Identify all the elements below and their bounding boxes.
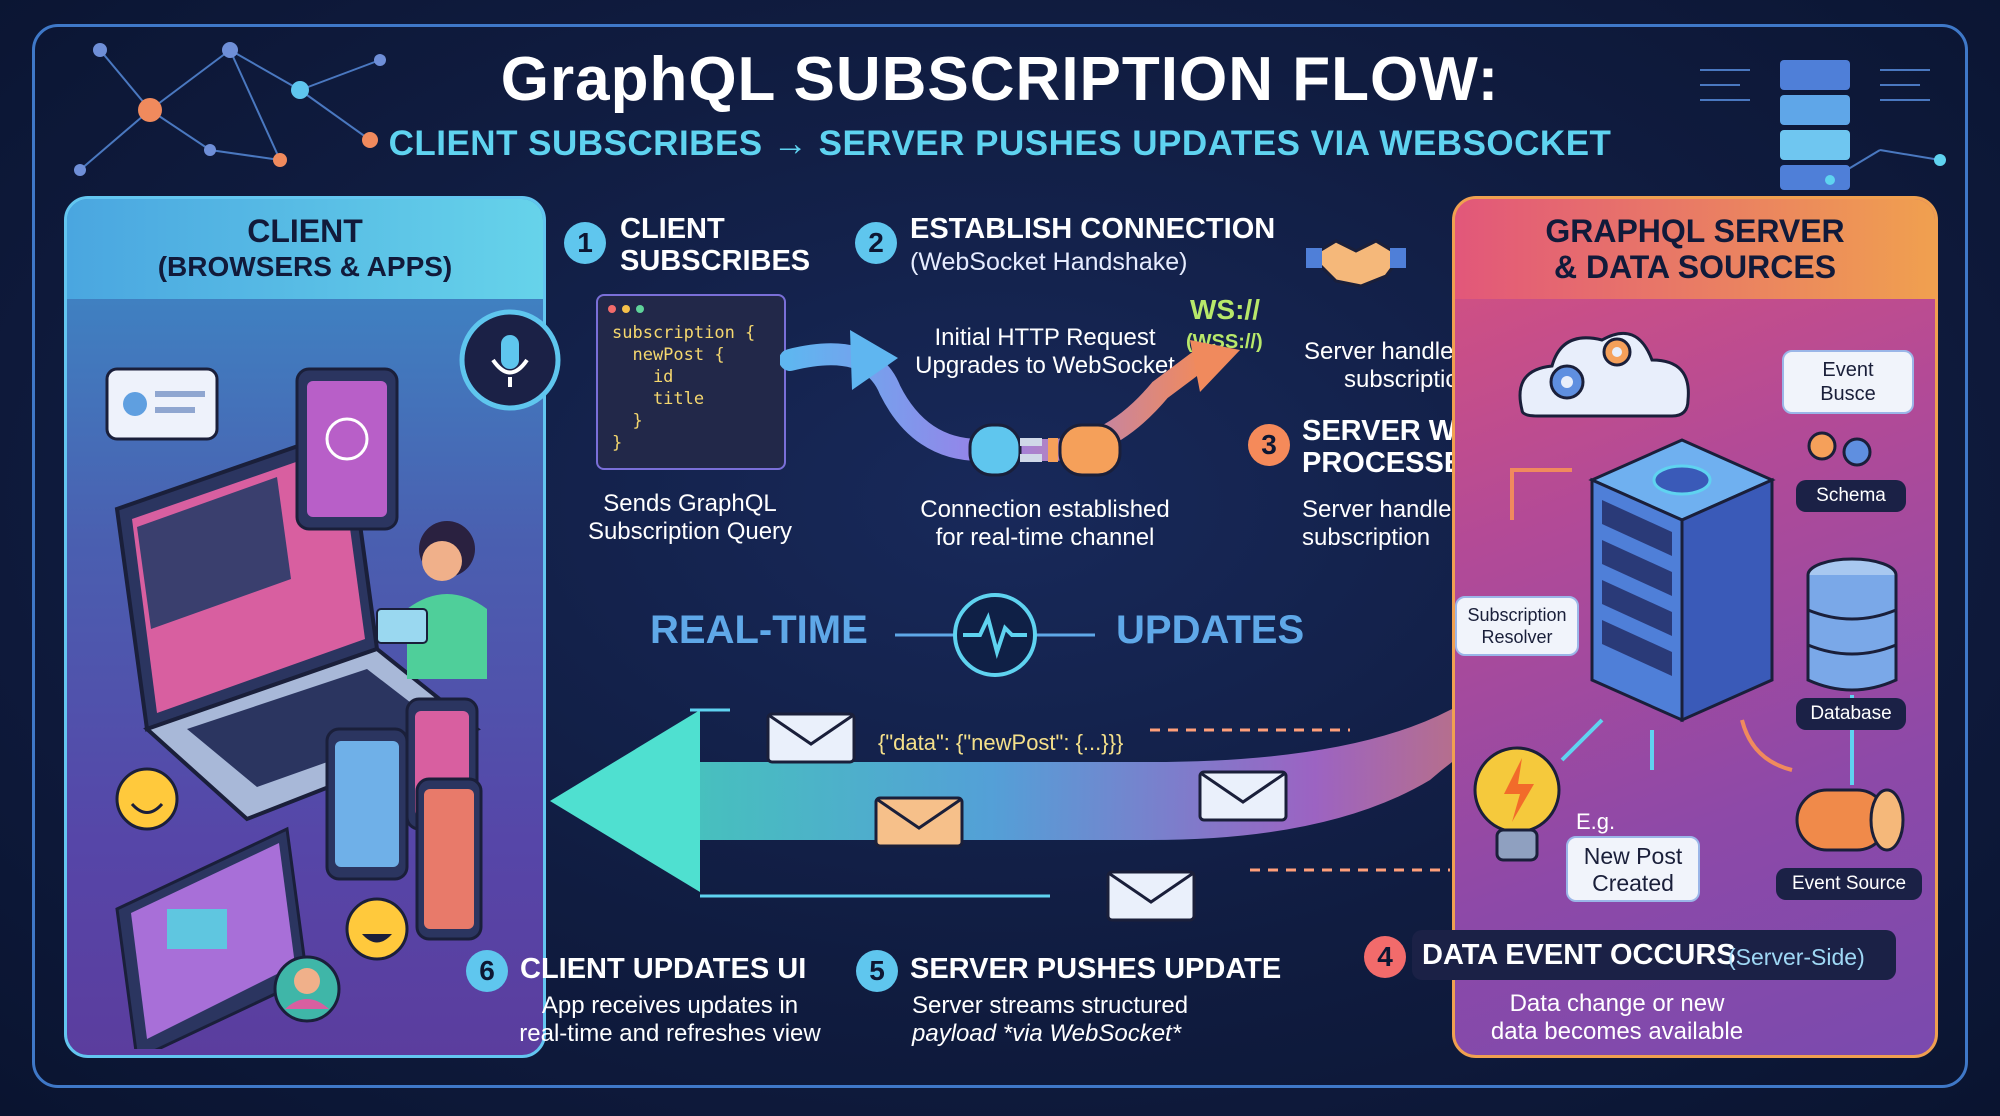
new-post-line1: New Post (1583, 843, 1683, 869)
step-2-title: ESTABLISH CONNECTION (910, 213, 1276, 245)
person-with-tablet-icon (376, 521, 487, 679)
page-subtitle: CLIENT SUBSCRIBES → SERVER PUSHES UPDATE… (388, 124, 1612, 163)
realtime-label: REAL-TIME (650, 608, 868, 652)
step-1-title-line2: SUBSCRIBES (620, 245, 811, 277)
lightbulb-icon (1473, 746, 1561, 862)
envelope-icon (766, 712, 856, 764)
database-icon (1806, 557, 1898, 692)
avatar-icon (273, 955, 341, 1023)
step-2-subtitle: (WebSocket Handshake) (910, 248, 1188, 276)
ws-protocol-label: WS:// (1190, 294, 1260, 325)
step-2-conn-line1: Connection established (920, 496, 1170, 523)
step-6-desc-line1: App receives updates in (541, 992, 799, 1019)
subscription-code-window: subscription { newPost { id title } } (596, 294, 786, 470)
subscription-resolver-chip: Subscription Resolver (1455, 596, 1579, 656)
server-panel-header: GRAPHQL SERVER & DATA SOURCES (1455, 199, 1935, 299)
client-panel-subtitle: (BROWSERS & APPS) (157, 251, 453, 282)
handshake-icon (1306, 239, 1406, 288)
step-3-desc-line1: Server handles (1302, 496, 1464, 523)
window-dots-icon (608, 305, 644, 313)
laugh-emoji-icon (345, 897, 409, 961)
step-1-title-line1: CLIENT (620, 213, 725, 245)
network-graph-icon (74, 42, 386, 176)
step-6-desc-line2: real-time and refreshes view (519, 1020, 821, 1047)
event-bus-gear-icon (1807, 431, 1872, 467)
client-devices-illustration (105, 367, 487, 1049)
step-4-desc-line1: Data change or new (1509, 990, 1725, 1017)
envelope-icon (1106, 870, 1196, 922)
handshake-arrow (780, 330, 1240, 461)
server-rack-icon (1588, 438, 1776, 723)
schema-label: Schema (1796, 480, 1906, 512)
step-3-badge: 3 (1248, 424, 1290, 466)
server-panel-title: GRAPHQL SERVER (1545, 213, 1845, 249)
example-label: E.g. (1576, 809, 1616, 834)
step-6-title: CLIENT UPDATES UI (520, 953, 807, 985)
step-1-badge: 1 (564, 222, 606, 264)
step-2-conn-line2: for real-time channel (935, 524, 1155, 551)
step-1-desc-line2: Subscription Query (587, 518, 793, 545)
chat-bubble-icon (105, 367, 219, 441)
step-1-desc-line1: Sends GraphQL (603, 490, 777, 517)
step-4-desc-line2: data becomes available (1490, 1018, 1744, 1045)
server-panel-subtitle: & DATA SOURCES (1553, 249, 1837, 285)
outer-frame (32, 24, 1968, 1088)
step-2-badge: 2 (855, 222, 897, 264)
step-4-badge: 4 (1364, 936, 1406, 978)
event-bus-line1: Event (1822, 359, 1874, 381)
event-bus-chip: Event Busce (1782, 350, 1914, 414)
step-4-title-bar (1412, 930, 1896, 980)
step-2-http-line1: Initial HTTP Request (934, 324, 1156, 351)
tablet-icon (295, 367, 399, 531)
step-3-top-line1: Server handles (1304, 338, 1466, 365)
resolver-line2: Resolver (1481, 627, 1553, 647)
microphone-icon (459, 309, 561, 411)
step-3-top-line2: subscription (1344, 366, 1473, 393)
smile-emoji-icon (115, 767, 179, 831)
database-label: Database (1796, 698, 1906, 730)
envelope-icon (1198, 770, 1288, 822)
new-post-created-chip: New Post Created (1566, 836, 1700, 902)
step-3-desc-line2: subscription (1302, 524, 1431, 551)
event-source-label: Event Source (1776, 868, 1922, 900)
gear-icon (1549, 337, 1632, 400)
step-6-badge: 6 (466, 950, 508, 992)
plug-icon (968, 423, 1122, 477)
server-stack-icon (1700, 60, 1946, 190)
server-illustration (1473, 331, 1905, 862)
tablet-bottom-icon (115, 826, 309, 1049)
subscription-code: subscription { newPost { id title } } (612, 323, 756, 453)
event-source-icon (1795, 788, 1905, 852)
pulse-icon (895, 593, 1095, 677)
updates-label: UPDATES (1116, 608, 1305, 652)
event-bus-line2: Busce (1820, 383, 1876, 405)
step-5-desc-line1: Server streams structured (912, 992, 1189, 1019)
envelope-icon (874, 796, 964, 848)
client-panel-header: CLIENT (BROWSERS & APPS) (67, 199, 543, 299)
step-2-http-line2: Upgrades to WebSocket (915, 352, 1175, 379)
resolver-line1: Subscription (1467, 605, 1567, 625)
step-5-badge: 5 (856, 950, 898, 992)
page-title: GraphQL SUBSCRIPTION FLOW: (500, 45, 1500, 114)
step-5-desc-line2: payload *via WebSocket* (912, 1020, 1182, 1047)
json-payload: {"data": {"newPost": {...}}} (878, 730, 1124, 755)
step-4-tag: (Server-Side) (1728, 944, 1865, 970)
client-panel-title: CLIENT (247, 213, 363, 249)
step-4-title: DATA EVENT OCCURS (1422, 939, 1736, 971)
phone-bottom-icon (325, 727, 483, 941)
push-update-arrow (550, 670, 1590, 898)
step-5-title: SERVER PUSHES UPDATE (910, 953, 1282, 985)
new-post-line2: Created (1592, 870, 1674, 896)
